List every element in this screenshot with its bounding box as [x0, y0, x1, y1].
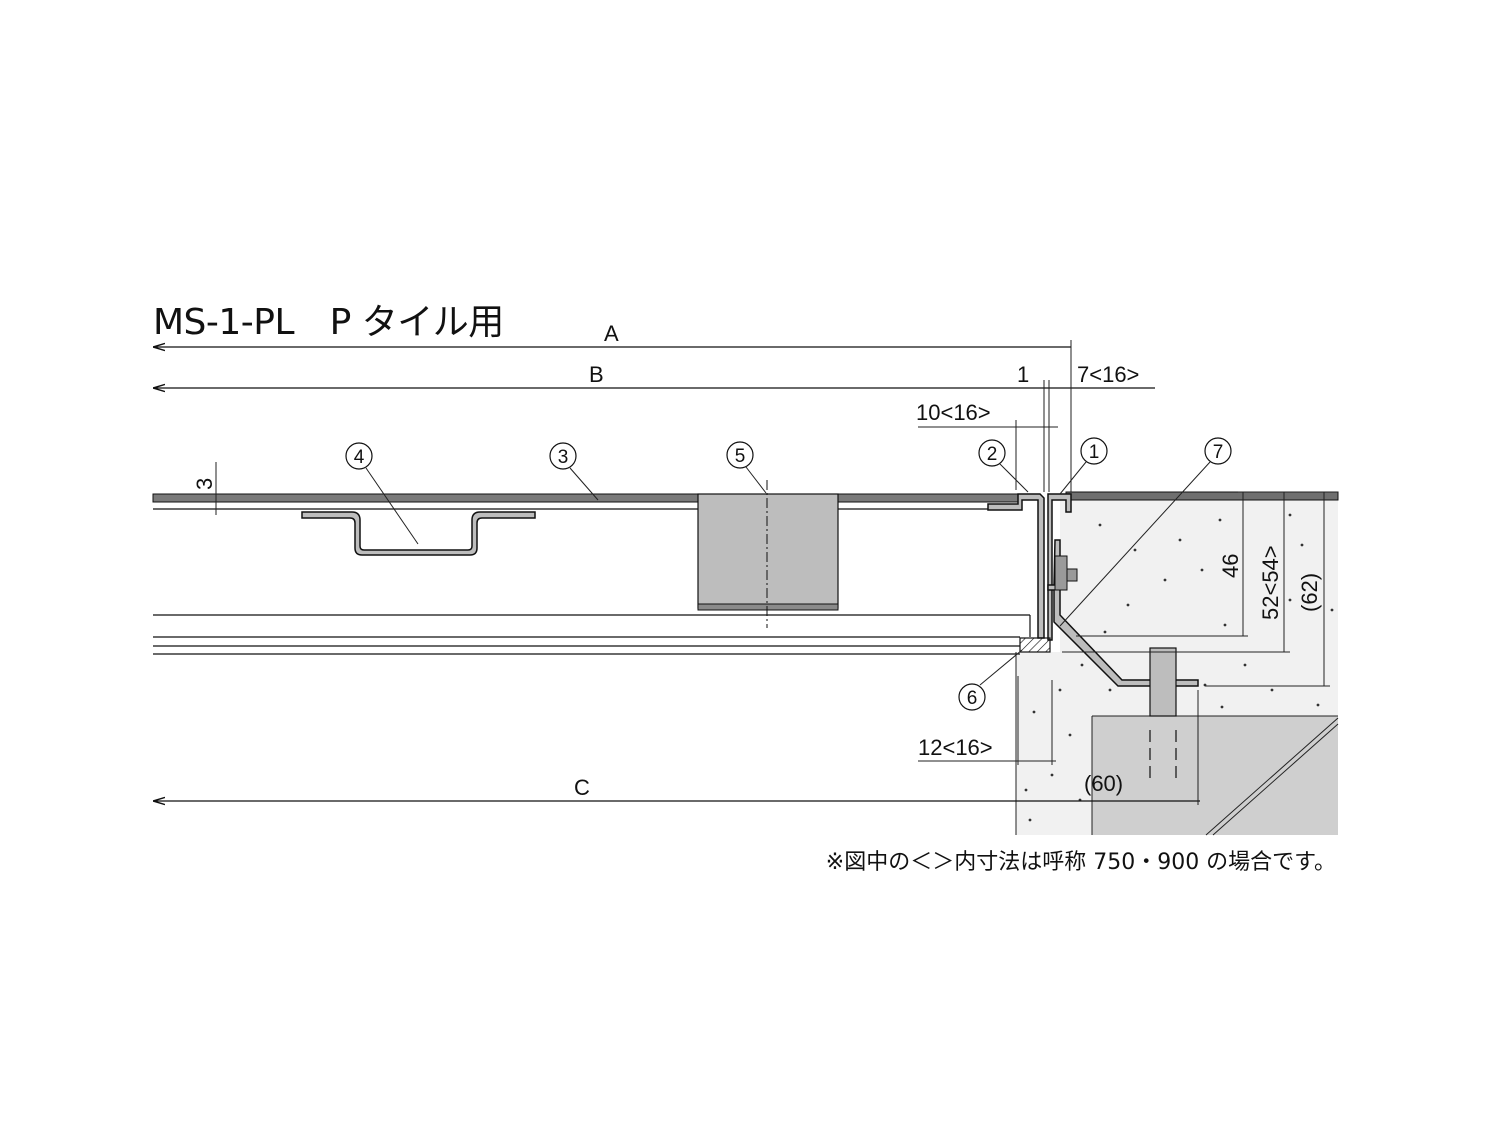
backing-material — [1019, 637, 1051, 653]
svg-text:5: 5 — [735, 446, 746, 467]
hat-channel — [301, 511, 536, 556]
dim-c: C — [574, 775, 590, 800]
cover-plate — [152, 493, 1019, 510]
callout-2: 2 — [978, 439, 1029, 493]
anchor-bracket — [1047, 539, 1199, 687]
dim-62: (62) — [1297, 573, 1322, 612]
callout-5: 5 — [726, 441, 767, 494]
support-block — [697, 480, 839, 628]
svg-text:6: 6 — [967, 688, 978, 709]
svg-text:7: 7 — [1213, 442, 1224, 463]
dim-3: 3 — [192, 478, 217, 490]
dim-60: (60) — [1084, 771, 1123, 796]
dim-46: 46 — [1218, 554, 1243, 578]
dim-b: B — [589, 362, 604, 387]
dim-a: A — [604, 321, 619, 346]
edge-angle-left — [987, 493, 1045, 639]
dim-12-16: 12<16> — [918, 735, 993, 760]
svg-text:4: 4 — [354, 447, 365, 468]
callout-1: 1 — [1059, 437, 1108, 495]
dimension-lines — [153, 340, 1338, 805]
dim-52-54: 52<54> — [1258, 545, 1283, 620]
anchor-bolt — [1149, 647, 1177, 780]
dim-1: 1 — [1017, 362, 1029, 387]
callout-7: 7 — [1059, 437, 1232, 627]
concrete-slab — [1015, 500, 1339, 836]
callout-4: 4 — [345, 442, 419, 545]
callout-3: 3 — [549, 442, 599, 501]
callout-6: 6 — [958, 649, 1023, 711]
svg-text:3: 3 — [558, 447, 569, 468]
svg-text:2: 2 — [987, 444, 998, 465]
bolt-head — [1066, 568, 1078, 582]
drawing-title: MS-1-PL P タイル用 — [153, 302, 504, 343]
footnote: ※図中の＜＞内寸法は呼称 750・900 の場合です。 — [826, 850, 1336, 875]
svg-text:1: 1 — [1089, 442, 1100, 463]
dim-10-16: 10<16> — [916, 400, 991, 425]
dim-7-16: 7<16> — [1077, 362, 1139, 387]
floor-finish-right — [1065, 491, 1339, 501]
frame-lines — [153, 614, 1031, 655]
bolt-plate — [1054, 555, 1068, 591]
